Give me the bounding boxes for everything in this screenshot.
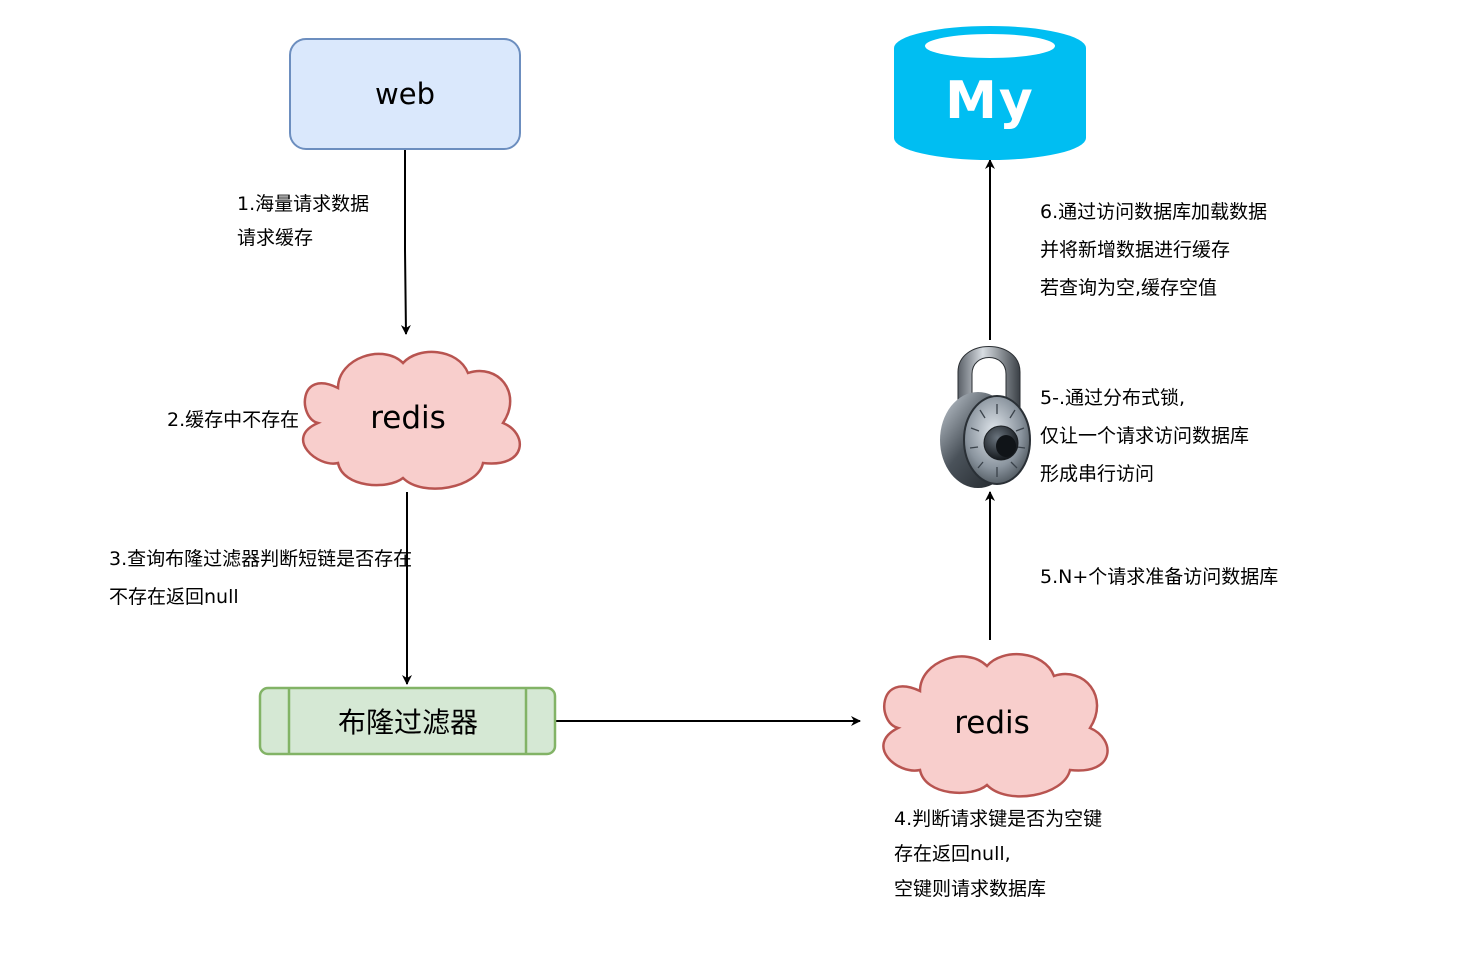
step2-annotation: 2.缓存中不存在 — [167, 402, 299, 438]
step5b-annotation: 5-.通过分布式锁, 仅让一个请求访问数据库 形成串行访问 — [1040, 379, 1249, 493]
edge-web-to-redis — [400, 150, 411, 335]
step4-annotation: 4.判断请求键是否为空键 存在返回null, 空键则请求数据库 — [894, 802, 1102, 907]
annotation-line: 并将新增数据进行缓存 — [1040, 239, 1231, 261]
step3-annotation: 3.查询布隆过滤器判断短链是否存在 不存在返回null — [109, 540, 412, 616]
annotation-line: 仅让一个请求访问数据库 — [1040, 425, 1250, 447]
bloom-filter-label: 布隆过滤器 — [338, 706, 478, 739]
step5-annotation: 5.N+个请求准备访问数据库 — [1040, 559, 1278, 595]
padlock-icon — [940, 346, 1031, 488]
annotation-line: 6.通过访问数据库加载数据 — [1040, 201, 1268, 223]
step1-annotation: 1.海量请求数据 请求缓存 — [237, 186, 369, 256]
web-node[interactable]: web — [289, 38, 521, 150]
bloom-filter-node[interactable]: 布隆过滤器 — [258, 686, 557, 756]
annotation-line: 若查询为空,缓存空值 — [1040, 277, 1218, 299]
annotation-line: 1.海量请求数据 — [237, 193, 370, 215]
redis-cloud-bottom[interactable]: redis — [882, 653, 1109, 798]
annotation-line: 2.缓存中不存在 — [167, 409, 300, 431]
web-node-label: web — [375, 77, 435, 111]
redis-top-label: redis — [370, 400, 446, 436]
annotation-line: 5-.通过分布式锁, — [1040, 387, 1186, 409]
cloud-shape — [882, 653, 1109, 798]
mysql-database-icon[interactable]: My — [894, 26, 1086, 160]
annotation-line: 形成串行访问 — [1040, 463, 1155, 485]
annotation-line: 3.查询布隆过滤器判断短链是否存在 — [109, 548, 413, 570]
annotation-line: 空键则请求数据库 — [894, 878, 1047, 900]
annotation-line: 不存在返回null — [109, 586, 239, 608]
mysql-logo-text: My — [945, 71, 1035, 131]
annotation-line: 5.N+个请求准备访问数据库 — [1040, 566, 1279, 588]
annotation-line: 请求缓存 — [237, 227, 314, 249]
cloud-shape — [302, 350, 521, 490]
annotation-line: 存在返回null, — [894, 843, 1011, 865]
annotation-line: 4.判断请求键是否为空键 — [894, 808, 1103, 830]
redis-bottom-label: redis — [954, 705, 1030, 741]
redis-cloud-top[interactable]: redis — [302, 350, 521, 490]
step6-annotation: 6.通过访问数据库加载数据 并将新增数据进行缓存 若查询为空,缓存空值 — [1040, 193, 1267, 307]
